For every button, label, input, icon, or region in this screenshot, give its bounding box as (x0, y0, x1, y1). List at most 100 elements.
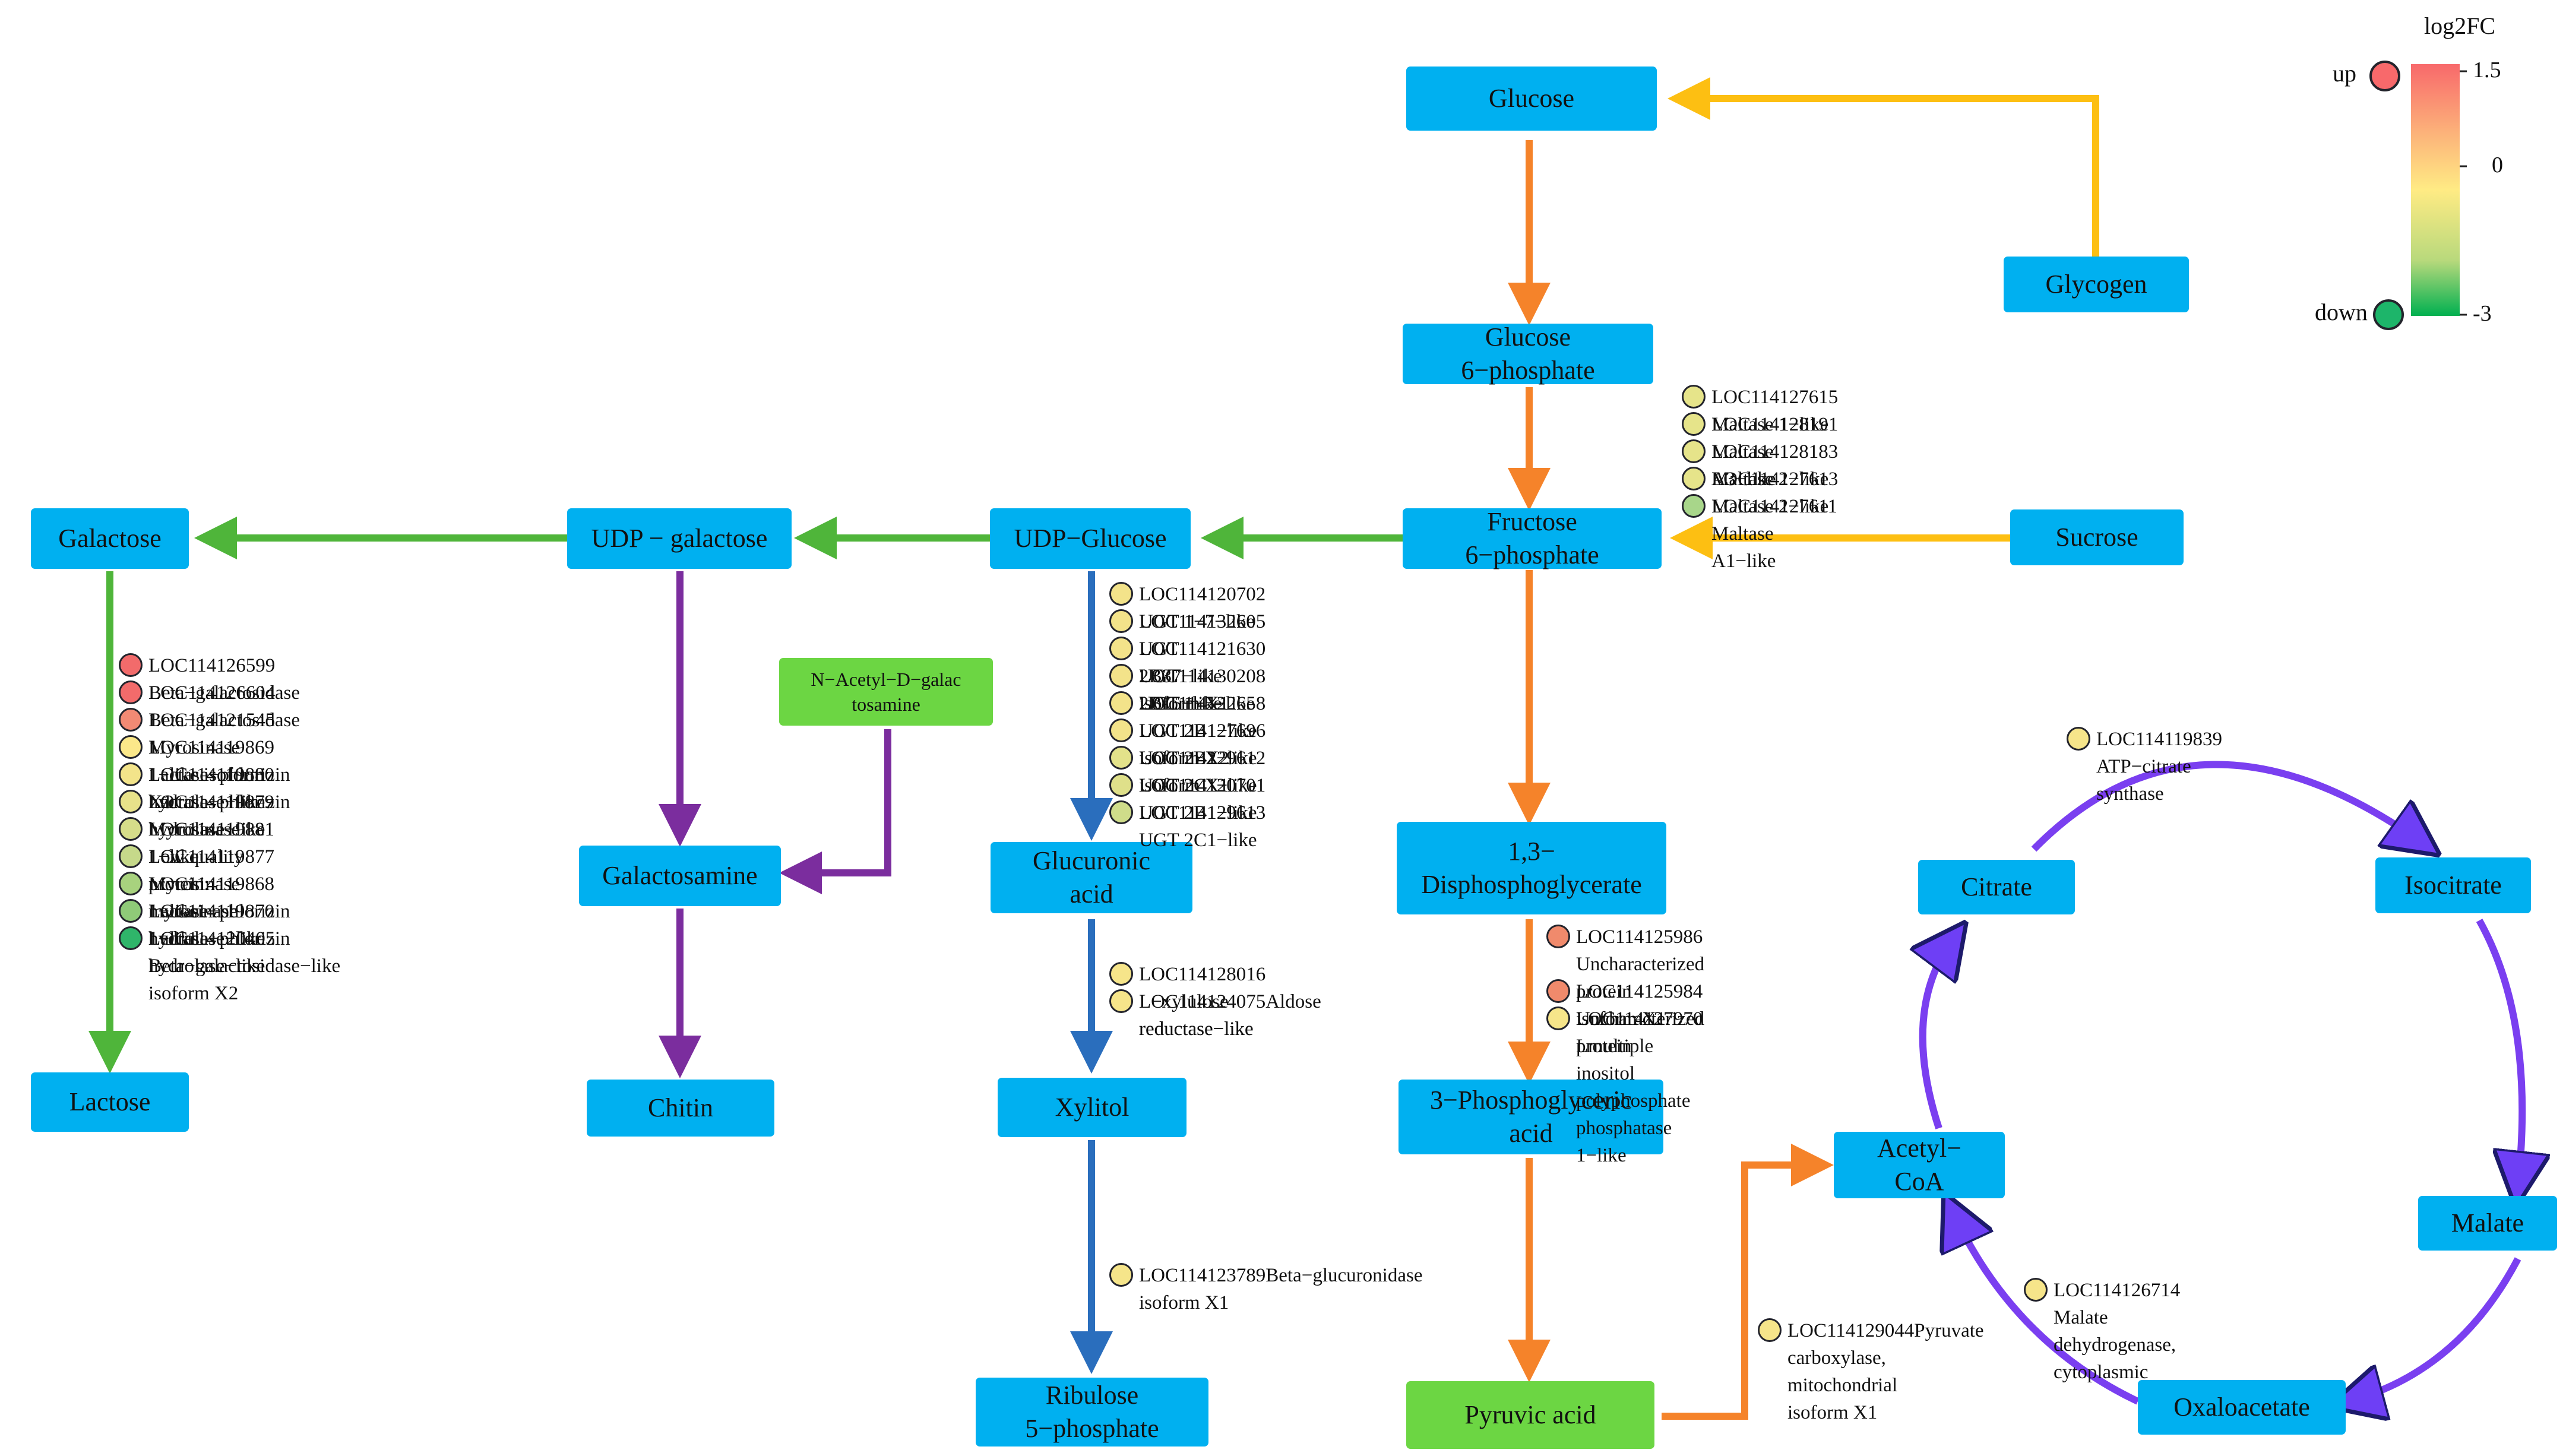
gene-label: LOC114132605 UGT 2B37−like isoform X1 (1139, 611, 1266, 714)
gene-item: LOC114127611 Maltase A1−like (1682, 493, 1837, 575)
gene-item: LOC114125986 Uncharacterized protein iso… (1546, 923, 1704, 1033)
expression-dot (1109, 800, 1133, 824)
gene-label: LOC114129612 UGT 2C1−like (1139, 748, 1266, 796)
node-acetyl-coa: Acetyl− CoA (1834, 1132, 2005, 1198)
node-udp-glucose: UDP−Glucose (990, 508, 1191, 569)
gene-item: LOC114128016 L−xylulose reductase−like (1109, 961, 1265, 1043)
gene-label: LOC114119839 ATP−citrate synthase (2096, 729, 2223, 805)
expression-dot (1546, 1006, 1570, 1030)
expression-dot (1109, 718, 1133, 742)
gene-label: LOC114123789Beta−glucuronidase isoform X… (1139, 1265, 1423, 1313)
gene-item: LOC114130208 UGT 1−5−like (1109, 663, 1265, 717)
gene-item: LOC114119879 Myrosinase 1−like (119, 789, 274, 871)
gene-item: LOC114127615 Maltase 1−like (1682, 384, 1838, 438)
node-fructose-6-phosphate: Fructose 6−phosphate (1403, 507, 1662, 569)
gene-label: LOC114126604 Beta−galactosidase 1 (148, 682, 300, 758)
legend-tick-high: 1.5 (2473, 58, 2501, 83)
gene-label: LOC114126599 Beta−galactosidase 1 (148, 655, 300, 731)
expression-dot (1109, 691, 1133, 715)
gene-item: LOC114119869 Lactase−phlorizin hydrolase… (119, 734, 290, 816)
expression-dot (2024, 1278, 2048, 1302)
cycle-citrate-isocitrate (2031, 761, 2423, 849)
gene-item: LOC114120405 Beta−galactosidase−like iso… (119, 925, 340, 1007)
cycle-acetylcoa-citrate (1923, 938, 1954, 1129)
gene-item: LOC114119870 Lactase−phlorizin hydrolase… (119, 898, 290, 980)
gene-label: LOC114121630 UGT 2B15−like (1139, 638, 1266, 714)
gene-label: LOC114130208 UGT 1−5−like (1139, 666, 1266, 714)
gene-label: LOC114129613 UGT 2C1−like (1139, 802, 1266, 851)
gene-item: LOC114126599 Beta−galactosidase 1 (119, 652, 300, 734)
expression-dot (119, 844, 143, 868)
gene-label: LOC114119879 Myrosinase 1−like (148, 792, 275, 868)
gene-item: LOC114123789Beta−glucuronidase isoform X… (1109, 1262, 1422, 1316)
gene-item: LOC114121545 Myrosinase 1−like isoform X… (119, 707, 275, 816)
gene-label: LOC114119869 Lactase−phlorizin hydrolase… (148, 737, 290, 813)
gene-item: LOC114124075Aldose reductase−like (1109, 988, 1321, 1043)
node-malate: Malate (2418, 1196, 2557, 1251)
gene-label: LOC114125986 Uncharacterized protein iso… (1576, 926, 1705, 1030)
gene-label: LOC114120702 UGT 1−7−like (1139, 584, 1266, 632)
gene-item: LOC114121630 UGT 2B15−like (1109, 635, 1265, 717)
node-chitin: Chitin (587, 1080, 774, 1137)
gene-label: LOC114127970 Lmultiple inositol polyphos… (1576, 1008, 1703, 1166)
node-udp-galactose: UDP − galactose (567, 508, 792, 569)
gene-label: LOC114127615 Maltase 1−like (1711, 387, 1839, 435)
gene-item: LOC114126604 Beta−galactosidase 1 (119, 679, 300, 761)
gene-item: LOC114127696 UGT 2B2−like isoform X1 (1109, 717, 1265, 799)
gene-item: LOC114119868 Lactase−phlorizin hydrolase… (119, 871, 290, 952)
node-glucose: Glucose (1406, 67, 1657, 131)
gene-label: LOC114126714 Malate dehydrogenase, cytop… (2054, 1280, 2181, 1383)
expression-dot (2067, 727, 2090, 751)
gene-item: LOC114129044Pyruvate carboxylase, mitoch… (1758, 1317, 1984, 1426)
expression-dot (1109, 609, 1133, 633)
expression-dot (1109, 582, 1133, 606)
legend-colorbar (2411, 64, 2467, 316)
node-galactose: Galactose (31, 508, 189, 569)
gene-label: LOC114128183 Maltase 2−like (1711, 441, 1839, 490)
expression-dot (1682, 467, 1706, 490)
node-glycogen: Glycogen (2004, 257, 2189, 312)
node-oxaloacetate: Oxaloacetate (2138, 1380, 2346, 1435)
node-glucuronic-acid: Glucuronic acid (991, 842, 1192, 913)
gene-item: LOC114128191 Maltase A3−like (1682, 411, 1838, 493)
expression-dot (1109, 746, 1133, 770)
gene-label: LOC114128191 Maltase A3−like (1711, 414, 1839, 490)
legend-down-dot (2373, 299, 2404, 330)
expression-dot (119, 653, 143, 677)
gene-label: LOC114125984 Uncharacterized protein (1576, 981, 1705, 1057)
gene-label: LOC114119870 Lactase−phlorizin hydrolase… (148, 901, 290, 977)
node-sucrose: Sucrose (2010, 509, 2184, 565)
legend-tick-low: -3 (2473, 301, 2492, 326)
gene-item: LOC114122658 UGT 2B1−like isoform X2 (1109, 690, 1265, 772)
gene-label: LOC114129044Pyruvate carboxylase, mitoch… (1787, 1320, 1984, 1423)
gene-item: LOC114132605 UGT 2B37−like isoform X1 (1109, 608, 1265, 717)
gene-item: LOC114119877 Myrosinase 1−like (119, 843, 274, 925)
gene-label: LOC114120405 Beta−galactosidase−like iso… (148, 928, 341, 1004)
expression-dot (119, 790, 143, 814)
legend-tick-mid: 0 (2492, 153, 2503, 178)
gene-item: LOC114128183 Maltase 2−like (1682, 438, 1838, 493)
expression-dot (119, 926, 143, 950)
gene-item: LOC114119839 ATP−citrate synthase (2067, 726, 2222, 808)
node-n-acetyl-d-galactosamine: N−Acetyl−D−galac tosamine (779, 658, 993, 726)
gene-item: LOC114120701 UGT 2B1−like (1109, 772, 1265, 827)
expression-dot (1109, 1263, 1133, 1287)
node-3-phosphoglyceric-acid: 3−Phosphoglyceric acid (1399, 1080, 1663, 1154)
arrow-pyruvic-acetylcoa (1662, 1144, 1834, 1420)
gene-item: LOC114129612 UGT 2C1−like (1109, 745, 1265, 799)
expression-dot (119, 735, 143, 759)
gene-label: LOC114124075Aldose reductase−like (1139, 991, 1321, 1040)
expression-dot (1682, 412, 1706, 436)
gene-label: LOC114127696 UGT 2B2−like isoform X1 (1139, 720, 1266, 796)
arrow-glycogen-glucose (1668, 77, 2099, 257)
gene-label: LOC114119877 Myrosinase 1−like (148, 846, 275, 922)
gene-item: LOC114126714 Malate dehydrogenase, cytop… (2024, 1277, 2180, 1386)
expression-dot (1109, 637, 1133, 660)
gene-item: LOC114129613 UGT 2C1−like (1109, 799, 1265, 854)
legend-title: log2FC (2424, 12, 2496, 39)
gene-label: LOC114119881 Low quality protein: myrosi… (148, 819, 275, 949)
gene-item: LOC114119881 Low quality protein: myrosi… (119, 816, 274, 952)
expression-dot (1758, 1318, 1782, 1342)
cycle-malate-oxaloacetate (2349, 1257, 2521, 1401)
